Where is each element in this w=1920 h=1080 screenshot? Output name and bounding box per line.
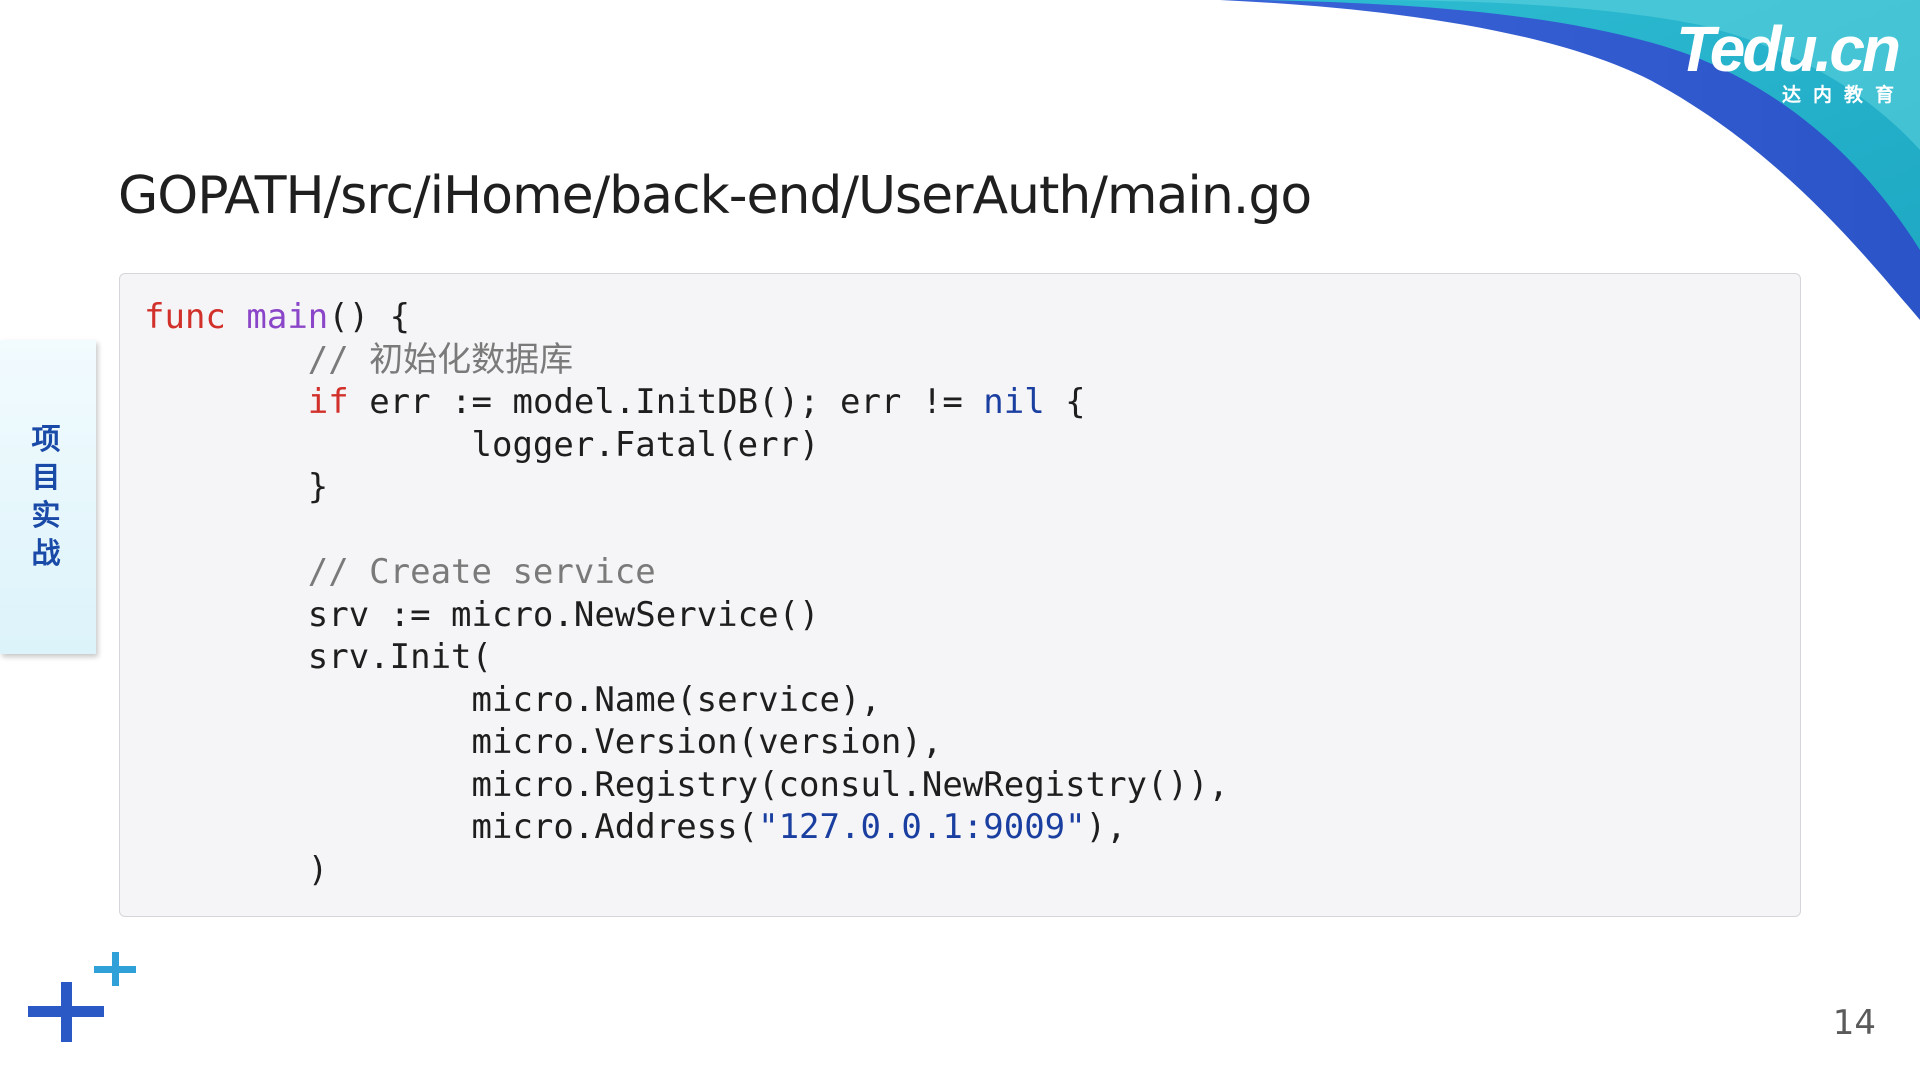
page-number: 14 [1832, 1003, 1876, 1043]
code-line: // 初始化数据库 [144, 340, 573, 380]
code-token: srv.Init( [307, 637, 492, 677]
code-token: micro.Version(version), [471, 722, 943, 762]
code-token: // Create service [307, 552, 656, 592]
code-line: micro.Name(service), [144, 680, 881, 720]
code-token: micro.Registry(consul.NewRegistry()), [471, 764, 1229, 805]
code-token: logger.Fatal(err) [471, 424, 820, 465]
code-token [226, 297, 246, 337]
code-token: if [307, 382, 349, 422]
code-token: nil [983, 382, 1045, 422]
page-title: GOPATH/src/iHome/back-end/UserAuth/main.… [118, 166, 1312, 226]
code-line: micro.Address("127.0.0.1:9009"), [144, 807, 1127, 847]
code-block: func main() { // 初始化数据库 if err := model.… [119, 273, 1801, 917]
code-token: () { [328, 297, 411, 337]
brand-name: Tedu.cn [1676, 13, 1901, 85]
code-token: func [144, 297, 226, 337]
code-token: micro.Address( [471, 807, 759, 847]
code-token: } [307, 467, 329, 507]
code-token: err := model.InitDB(); err != [348, 382, 984, 422]
code-line: srv.Init( [144, 637, 492, 677]
code-line: logger.Fatal(err) [144, 425, 820, 465]
code-line: srv := micro.NewService() [144, 595, 820, 635]
code-line: func main() { [144, 297, 410, 337]
brand-subtitle: 达内教育 [1781, 84, 1906, 106]
code-line: if err := model.InitDB(); err != nil { [144, 382, 1086, 422]
code-token: main [246, 297, 329, 337]
tedu-logo: Tedu.cn 达内教育 [1676, 13, 1901, 107]
plus-icon [28, 982, 104, 1042]
corner-wave-decoration [1220, 0, 1920, 330]
side-section-tab: 项目实战 [0, 340, 96, 654]
code-token: { [1044, 382, 1086, 422]
code-line: micro.Registry(consul.NewRegistry()), [144, 765, 1229, 805]
plus-icon [94, 952, 136, 986]
code-text: func main() { // 初始化数据库 if err := model.… [144, 296, 1229, 891]
code-line: } [144, 467, 328, 507]
code-line: micro.Version(version), [144, 722, 943, 762]
side-tab-label: 项目实战 [31, 422, 61, 570]
code-token: // 初始化数据库 [307, 339, 574, 380]
code-token: ) [307, 849, 329, 890]
code-line: // Create service [144, 552, 656, 592]
code-token: srv := micro.NewService() [307, 594, 820, 635]
code-token: "127.0.0.1:9009" [758, 807, 1086, 847]
code-token: micro.Name(service), [471, 679, 881, 720]
code-token: ), [1085, 807, 1127, 847]
code-line: ) [144, 850, 328, 890]
